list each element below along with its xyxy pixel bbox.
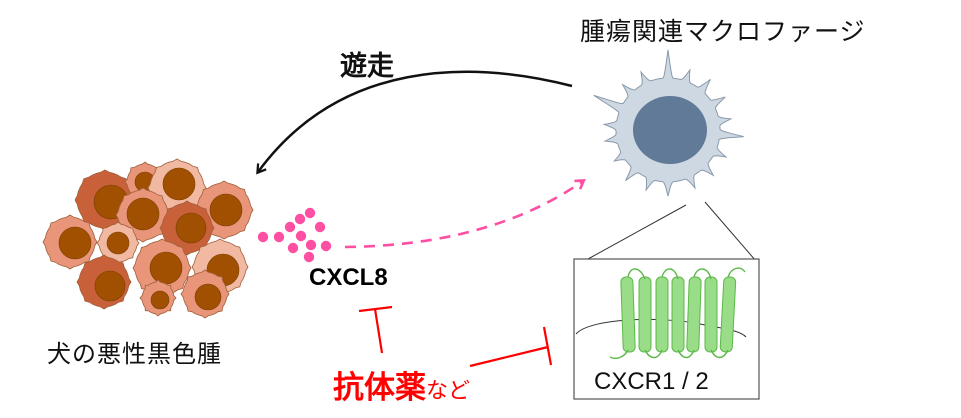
receptor-loop [627,268,646,280]
melanoma-cell [96,221,140,265]
cxcl8-dot [320,240,332,252]
inhibition-cxcl8 [358,305,393,354]
inhibition-receptor [469,326,553,368]
melanoma-cell [139,279,177,317]
cxcl8-label: CXCL8 [309,264,388,291]
receptor-loop [693,268,712,280]
antibody-drug-text: 抗体薬 [333,370,426,406]
transmembrane-helix [719,276,737,353]
macrophage-cell [593,49,744,197]
cxcl8-dot [295,230,307,242]
melanoma-cell [42,214,98,270]
melanoma-cell-nucleus [149,251,183,285]
cxcr-receptor-label: CXCR1 / 2 [594,368,709,395]
transmembrane-helix [620,276,636,353]
receptor-loop [661,268,679,280]
cxcl8-dot [287,242,299,254]
canine-melanoma-label: 犬の悪性黒色腫 [47,340,222,368]
melanoma-cell [180,269,230,319]
transmembrane-helix [655,276,669,353]
melanoma-cell-cluster [42,158,254,319]
zoom-line-left [587,204,687,260]
etc-text: など [426,379,471,404]
receptor-loop [710,349,729,359]
receptor-loop [677,349,695,359]
melanoma-cell-nucleus [150,290,170,310]
transmembrane-helix [704,276,718,353]
cxcl8-dot [273,231,285,243]
melanoma-cell-nucleus [194,283,222,311]
cxcl8-dot [305,239,317,251]
migration-label: 遊走 [340,51,394,82]
cxcl8-dot [294,213,306,225]
transmembrane-helix [686,276,702,353]
receptor-loop [609,349,629,359]
cxcl8-dot [257,231,269,243]
transmembrane-helix [671,276,685,353]
receptor-loop [727,267,746,278]
melanoma-cell-nucleus [126,197,160,231]
melanoma-cell-nucleus [175,212,207,244]
migration-arrow [256,70,573,175]
melanoma-cell-nucleus [106,231,130,255]
transmembrane-helix [638,276,652,353]
melanoma-cell [132,238,192,298]
tumor-associated-macrophage-label: 腫瘍関連マクロファージ [580,17,866,46]
cxcr-receptor-helices [609,267,746,359]
cxcl8-dot [284,221,296,233]
cxcl8-chemokine-dots [257,207,332,263]
receptor-loop [644,349,663,359]
melanoma-cell-nucleus [94,270,126,302]
cxcl8-dot [303,251,315,263]
melanoma-cell [76,254,132,310]
macrophage-nucleus [633,96,707,164]
melanoma-cell-nucleus [209,193,243,227]
cxcl8-dot [314,221,326,233]
melanoma-cell-nucleus [58,226,92,260]
antibody-drug-label: 抗体薬など [333,362,470,407]
melanoma-cell-nucleus [162,167,196,201]
cxcl8-dot [304,207,316,219]
zoom-line-right [704,201,757,262]
chemotaxis-dashed-arrow [344,181,583,249]
